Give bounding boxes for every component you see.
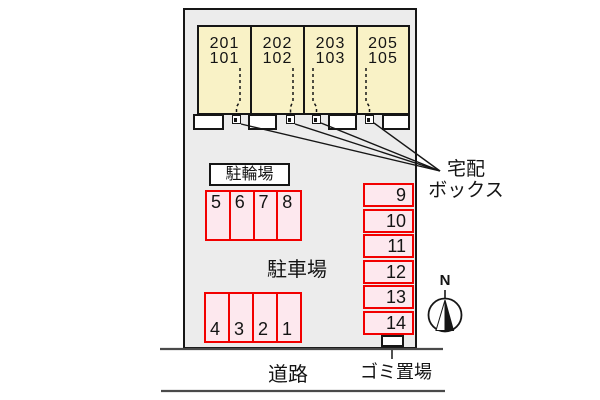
space-number: 7 <box>258 192 269 212</box>
entrance-porch <box>193 114 224 130</box>
compass-north-label: N <box>439 272 451 289</box>
garbage-area-box <box>381 335 404 347</box>
parking-space-3: 3 <box>228 292 254 343</box>
road-label: 道路 <box>268 364 308 386</box>
unit-number-upper: 202 <box>262 35 293 52</box>
unit-number-lower: 102 <box>262 50 293 67</box>
parking-space-1: 1 <box>276 292 302 343</box>
space-number: 1 <box>282 319 293 339</box>
unit-box-202-102: 202 102 <box>250 25 305 115</box>
bicycle-parking-label: 駐輪場 <box>225 166 274 183</box>
space-number: 6 <box>234 192 245 212</box>
parking-space-12: 12 <box>363 260 414 284</box>
unit-box-205-105: 205 105 <box>356 25 410 115</box>
garbage-area-label: ゴミ置場 <box>360 362 432 382</box>
unit-number-lower: 103 <box>315 50 346 67</box>
parking-space-10: 10 <box>363 209 414 233</box>
delivery-box-marker <box>367 118 370 122</box>
parking-space-9: 9 <box>363 183 414 207</box>
delivery-box-icon <box>232 115 241 124</box>
unit-number-upper: 201 <box>209 35 240 52</box>
entrance-porch <box>328 114 357 130</box>
parking-space-11: 11 <box>363 234 414 258</box>
car-parking-label: 駐車場 <box>267 259 327 281</box>
delivery-box-marker <box>288 118 291 122</box>
parking-space-13: 13 <box>363 285 414 309</box>
unit-number-upper: 205 <box>368 35 398 52</box>
unit-box-203-103: 203 103 <box>303 25 358 115</box>
delivery-box-icon <box>286 115 295 124</box>
unit-number-upper: 203 <box>315 35 346 52</box>
unit-number-lower: 101 <box>209 50 240 67</box>
entrance-porch <box>248 114 277 130</box>
space-number: 2 <box>258 319 269 339</box>
parking-space-7: 7 <box>252 190 279 241</box>
parking-space-4: 4 <box>204 292 230 343</box>
bicycle-parking-label-box: 駐輪場 <box>209 163 290 186</box>
delivery-box-icon <box>312 115 321 124</box>
delivery-box-label: 宅配 ボックス <box>427 159 505 201</box>
delivery-box-icon <box>365 115 374 124</box>
entrance-porch <box>382 114 410 130</box>
delivery-box-marker <box>234 118 237 122</box>
delivery-box-label-line2: ボックス <box>428 180 504 201</box>
space-number: 3 <box>234 319 245 339</box>
parking-space-14: 14 <box>363 311 414 335</box>
parking-space-2: 2 <box>252 292 278 343</box>
compass-icon <box>427 290 463 333</box>
space-number: 4 <box>210 319 221 339</box>
parking-space-5: 5 <box>205 190 231 241</box>
space-number: 8 <box>282 192 293 212</box>
parking-space-6: 6 <box>228 190 255 241</box>
unit-number-lower: 105 <box>368 50 398 67</box>
parking-row-5-8: 5 6 7 8 <box>205 190 302 241</box>
delivery-box-label-line1: 宅配 <box>446 159 485 180</box>
parking-space-8: 8 <box>276 190 302 241</box>
unit-box-201-101: 201 101 <box>197 25 252 115</box>
space-number: 5 <box>211 192 222 212</box>
delivery-box-marker <box>314 118 317 122</box>
parking-row-4-1: 4 3 2 1 <box>204 292 302 343</box>
